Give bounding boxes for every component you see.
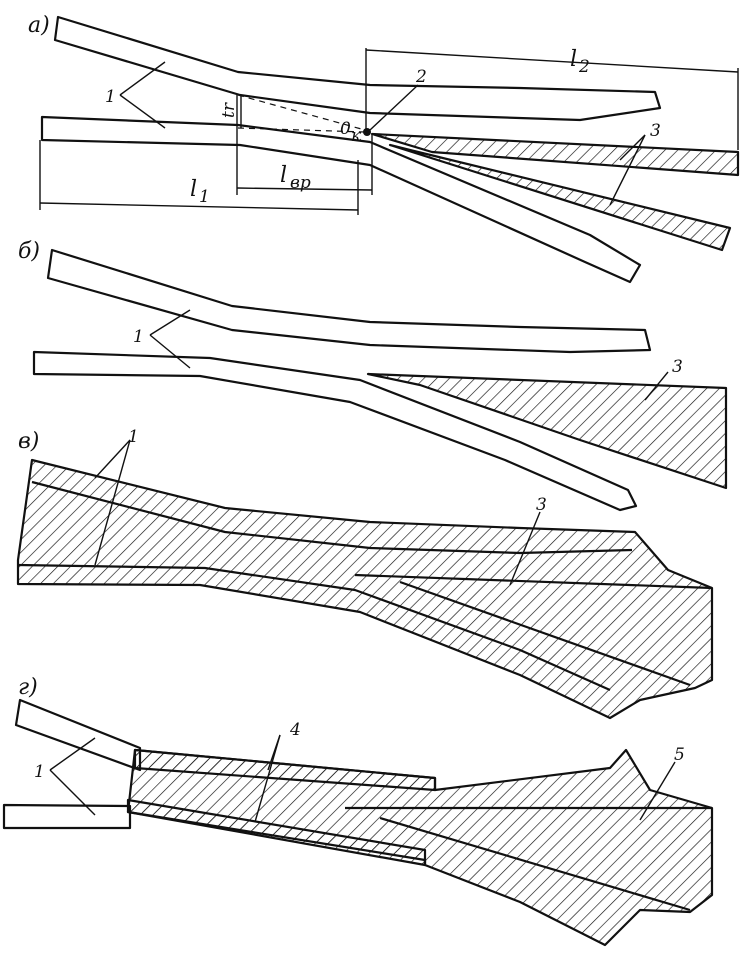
panel-b-lower-rail	[32, 350, 638, 512]
panel-v-leader-3	[509, 511, 541, 586]
panel-g-leader-4b	[254, 734, 281, 823]
panel-v-inner-upper	[31, 480, 633, 555]
panel-a-upper-rail	[53, 15, 662, 122]
panel-a: а) 1 2 3 l	[28, 13, 740, 284]
panel-a-ok-label: 0	[340, 119, 351, 139]
panel-a-label-2: 2	[415, 67, 427, 87]
panel-a-frog-wedge-lower	[388, 143, 732, 252]
panel-a-l1-line	[39, 202, 359, 211]
panel-g-lining-upper	[133, 748, 437, 792]
panel-v-label-3: 3	[536, 495, 547, 515]
panel-b-label-1: 1	[133, 327, 144, 347]
panel-a-theoretical-point	[363, 128, 371, 136]
panel-a-frog-wedge-upper	[370, 132, 740, 177]
panel-a-leader-3b	[609, 134, 646, 206]
panel-a-l2-line	[365, 49, 739, 73]
panel-g-label-4: 4	[289, 720, 301, 740]
panel-g-label: г)	[18, 675, 38, 700]
panel-a-label-1: 1	[105, 87, 116, 107]
panel-g-label-5: 5	[674, 745, 685, 765]
panel-a-l1-sub: 1	[199, 187, 210, 207]
panel-v-frog-block	[16, 458, 714, 720]
panel-b-leader-3	[644, 371, 669, 401]
panel-b-leader-1b	[149, 334, 191, 369]
panel-a-leader-3a	[619, 134, 646, 161]
panel-g-upper-rail	[14, 698, 142, 772]
panel-b-label-3: 3	[672, 357, 683, 377]
panel-v-inner-lower	[17, 563, 611, 692]
panel-a-label-3: 3	[650, 121, 661, 141]
panel-v-label-1: 1	[128, 427, 139, 447]
panel-a-tr-label: tr	[219, 102, 239, 118]
panel-g-inner-lines	[345, 806, 712, 912]
panel-g-lower-rail	[2, 803, 132, 830]
panel-g-leader-5	[639, 761, 676, 821]
panel-b-leader-1a	[149, 309, 191, 336]
panel-b: б) 1 3	[18, 239, 728, 512]
panel-a-leader-2	[369, 84, 419, 131]
panel-v-label: в)	[18, 429, 39, 454]
panel-a-lvr-label: l	[280, 163, 287, 188]
panel-g-leader-1a	[49, 737, 96, 771]
panel-a-lvr-sub: вр	[290, 173, 311, 193]
panel-g-label-1: 1	[34, 762, 45, 782]
panel-a-l2-label: l	[570, 47, 577, 72]
panel-a-ok-sub: к	[351, 126, 362, 146]
panel-v-leader-1b	[94, 439, 131, 566]
panel-a-leader-1a	[119, 61, 166, 96]
panel-b-label: б)	[18, 239, 40, 264]
panel-a-l2-sub: 2	[578, 57, 590, 77]
panel-b-frog-wedge	[366, 372, 728, 490]
panel-a-label: а)	[28, 13, 50, 38]
panel-b-upper-rail	[46, 248, 652, 354]
panel-v-frog-core	[354, 573, 713, 687]
panel-g: г) 1 4 5	[2, 675, 714, 947]
panel-v: в) 1 3	[16, 427, 714, 720]
panel-a-leader-1b	[119, 94, 166, 129]
panel-g-lining-lower	[126, 798, 427, 867]
panel-g-leader-1b	[49, 769, 96, 816]
panel-a-lower-rail	[40, 115, 642, 284]
panel-a-l1-label: l	[190, 177, 197, 202]
panel-a-lvr-line	[236, 187, 373, 191]
panel-v-leader-1a	[94, 439, 131, 479]
